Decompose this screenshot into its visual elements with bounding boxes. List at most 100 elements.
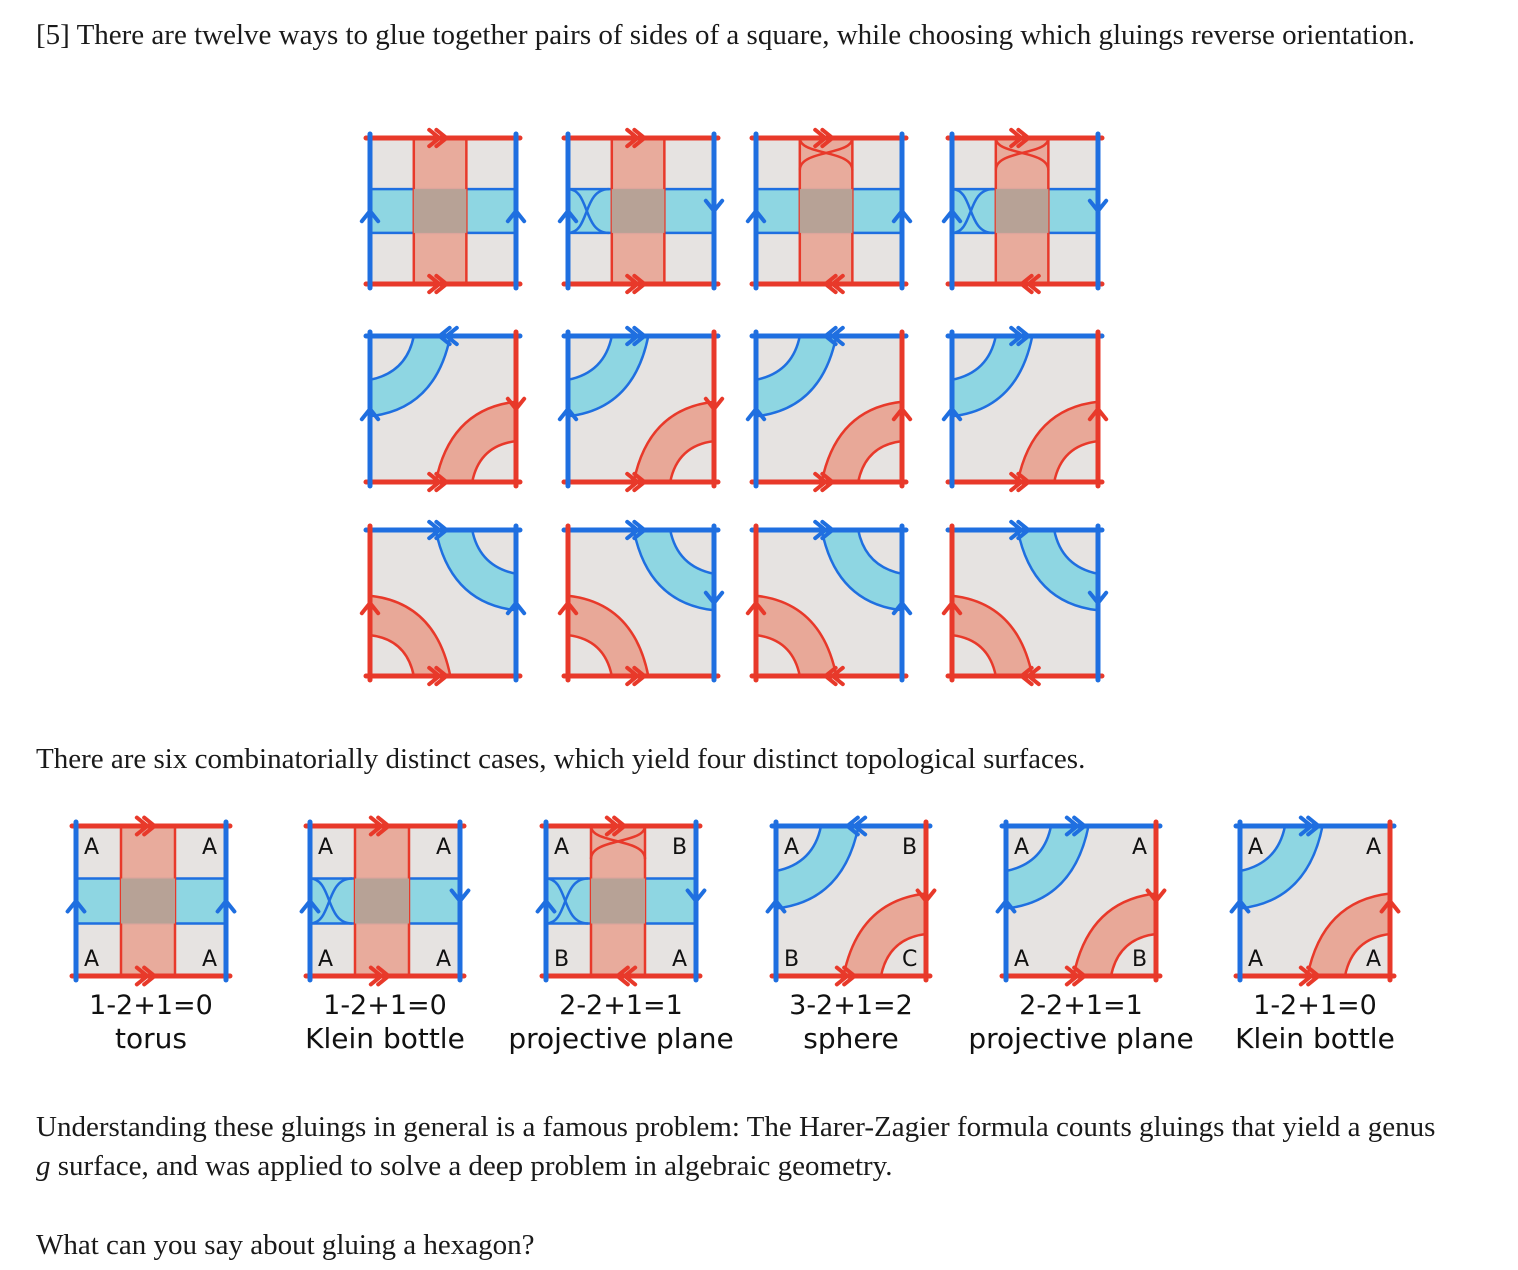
edge-arrow	[557, 209, 579, 224]
corner-label: A	[1366, 835, 1381, 860]
edge-arrow	[765, 899, 787, 914]
edge-arrow	[1229, 899, 1251, 914]
gluing-square	[941, 519, 1109, 687]
harer-text-1: Understanding these gluings in general i…	[36, 1111, 1436, 1143]
edge-arrow	[1306, 815, 1321, 837]
twist-line	[309, 877, 353, 925]
overlap-region	[355, 878, 409, 924]
surface-name: Klein bottle	[305, 1022, 465, 1055]
edge-arrow	[1016, 325, 1031, 347]
edge-arrow	[1298, 965, 1314, 987]
edge-arrow	[557, 601, 579, 616]
edge-arrow	[299, 899, 321, 914]
edge-arrow	[1145, 888, 1167, 903]
edge-arrow	[434, 471, 449, 493]
overlap-region	[799, 189, 853, 233]
corner-label: A	[436, 947, 451, 972]
gluing-square	[745, 127, 913, 295]
edge-arrow	[625, 471, 640, 493]
twist-line	[994, 137, 1050, 171]
edge-arrow	[612, 815, 627, 837]
edge-arrow	[1306, 965, 1321, 987]
edge-arrow	[1064, 965, 1080, 987]
edge-arrow	[915, 888, 937, 903]
edge-arrow	[820, 519, 835, 541]
edge-arrow	[745, 209, 767, 224]
corner-label: A	[84, 947, 99, 972]
gluing-square	[745, 519, 913, 687]
corner-label: C	[902, 947, 917, 972]
edge-arrow	[427, 519, 442, 541]
edge-arrow	[823, 273, 838, 295]
edge-arrow	[834, 965, 850, 987]
edge-arrow	[1016, 471, 1031, 493]
edge-arrow	[632, 519, 647, 541]
twist-line	[545, 877, 589, 925]
edge-arrow	[632, 325, 647, 347]
edge-arrow	[625, 665, 640, 687]
corner-label: A	[202, 835, 217, 860]
edge-arrow	[134, 965, 150, 987]
edge-arrow	[505, 209, 527, 224]
edge-arrow	[65, 899, 87, 914]
edge-arrow	[830, 665, 845, 687]
edge-arrow	[823, 665, 838, 687]
harer-zagier-paragraph: Understanding these gluings in general i…	[36, 1108, 1456, 1186]
edge-arrow	[1009, 325, 1024, 347]
edge-arrow	[891, 407, 913, 422]
edge-arrow	[745, 407, 767, 422]
corner-label: A	[1014, 947, 1029, 972]
gluing-square	[941, 127, 1109, 295]
euler-equation: 2-2+1=1	[1019, 990, 1143, 1021]
edge-arrow	[1298, 815, 1314, 837]
edge-arrow	[1009, 127, 1024, 149]
edge-arrow	[1087, 590, 1109, 605]
genus-variable: g	[36, 1150, 51, 1182]
edge-arrow	[625, 325, 640, 347]
edge-arrow	[134, 815, 150, 837]
edge-arrow	[842, 965, 857, 987]
edge-arrow	[622, 965, 638, 987]
edge-arrow	[359, 407, 381, 422]
corner-label: B	[784, 947, 799, 972]
edge-arrow	[376, 815, 391, 837]
twist-line	[951, 187, 994, 235]
surface-name: Klein bottle	[1235, 1022, 1395, 1055]
edge-arrow	[376, 965, 391, 987]
edge-arrow	[427, 127, 442, 149]
gluing-square	[359, 519, 527, 687]
edge-arrow	[142, 965, 157, 987]
corner-label: A	[202, 947, 217, 972]
euler-equation: 2-2+1=1	[559, 990, 683, 1021]
hexagon-question: What can you say about gluing a hexagon?	[36, 1229, 535, 1261]
edge-arrow	[505, 601, 527, 616]
edge-arrow	[703, 198, 725, 213]
edge-arrow	[1072, 965, 1087, 987]
edge-arrow	[625, 127, 640, 149]
edge-arrow	[434, 127, 449, 149]
intro-text: There are twelve ways to glue together p…	[76, 19, 1415, 51]
gluing-square	[359, 325, 527, 493]
edge-arrow	[995, 899, 1017, 914]
edge-arrow	[891, 601, 913, 616]
euler-equation: 1-2+1=0	[323, 990, 447, 1021]
edge-arrow	[427, 273, 442, 295]
overlap-region	[413, 189, 467, 233]
edge-arrow	[434, 519, 449, 541]
surface-name: torus	[115, 1022, 187, 1055]
edge-arrow	[703, 590, 725, 605]
edge-arrow	[434, 665, 449, 687]
edge-arrow	[444, 325, 459, 347]
edge-arrow	[852, 815, 868, 837]
corner-label: A	[1248, 947, 1263, 972]
corner-label: A	[1366, 947, 1381, 972]
edge-arrow	[830, 325, 845, 347]
edge-arrow	[1016, 519, 1031, 541]
overlap-region	[995, 189, 1049, 233]
gluing-square	[557, 519, 725, 687]
edge-arrow	[1379, 899, 1401, 914]
edge-arrow	[615, 965, 630, 987]
